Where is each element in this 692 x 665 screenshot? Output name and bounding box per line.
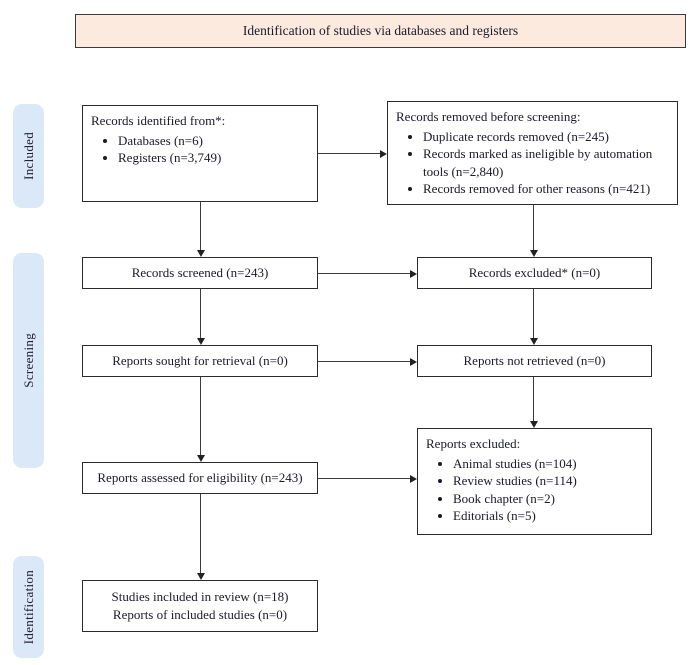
arrow-screened-to-sought: [195, 289, 206, 345]
box-records-removed-title: Records removed before screening:: [396, 109, 581, 124]
diagram-header-title: Identification of studies via databases …: [242, 23, 519, 38]
box-records-removed: Records removed before screening: Duplic…: [387, 101, 678, 205]
list-item: Databases (n=6): [118, 132, 309, 150]
box-records-screened-text: Records screened (n=243): [131, 265, 269, 281]
box-reports-excluded: Reports excluded: Animal studies (n=104)…: [417, 428, 652, 535]
box-reports-sought-text: Reports sought for retrieval (n=0): [112, 353, 288, 369]
box-reports-not-retrieved: Reports not retrieved (n=0): [417, 345, 652, 377]
stage-label-screening: Screening: [13, 253, 44, 468]
box-reports-assessed: Reports assessed for eligibility (n=243): [82, 462, 318, 494]
box-reports-assessed-text: Reports assessed for eligibility (n=243): [97, 470, 303, 486]
box-records-identified-title: Records identified from*:: [91, 113, 226, 128]
stage-label-identification: Identification: [13, 556, 44, 658]
arrow-assessed-to-included: [195, 494, 206, 580]
stage-label-included-text: Included: [20, 132, 36, 180]
arrow-sought-to-notretrieved: [318, 356, 417, 367]
box-records-screened: Records screened (n=243): [82, 257, 318, 289]
box-studies-included-line1: Studies included in review (n=18): [111, 589, 289, 605]
arrow-identified-to-removed: [318, 148, 387, 159]
list-item: Duplicate records removed (n=245): [423, 128, 669, 146]
list-item: Records removed for other reasons (n=421…: [423, 180, 669, 198]
box-reports-sought: Reports sought for retrieval (n=0): [82, 345, 318, 377]
box-records-identified: Records identified from*: Databases (n=6…: [82, 105, 318, 202]
arrow-excluded-to-notretrieved: [528, 289, 539, 345]
arrow-notretrieved-to-reportsexcluded: [528, 377, 539, 428]
box-reports-excluded-title: Reports excluded:: [426, 436, 521, 451]
box-reports-excluded-list: Animal studies (n=104) Review studies (n…: [426, 455, 643, 525]
list-item: Review studies (n=114): [453, 472, 643, 490]
arrow-sought-to-assessed: [195, 377, 206, 462]
diagram-header: Identification of studies via databases …: [75, 14, 686, 48]
list-item: Book chapter (n=2): [453, 490, 643, 508]
arrow-identified-to-screened: [195, 202, 206, 257]
arrow-removed-to-excluded: [528, 205, 539, 257]
stage-label-screening-text: Screening: [20, 333, 36, 388]
box-records-excluded-text: Records excluded* (n=0): [468, 265, 601, 281]
arrow-assessed-to-reportsexcluded: [318, 473, 417, 484]
list-item: Editorials (n=5): [453, 507, 643, 525]
box-reports-not-retrieved-text: Reports not retrieved (n=0): [463, 353, 606, 369]
list-item: Registers (n=3,749): [118, 149, 309, 167]
box-studies-included-line2: Reports of included studies (n=0): [112, 607, 288, 622]
arrow-screened-to-excluded: [318, 268, 417, 279]
stage-label-identification-text: Identification: [20, 569, 36, 645]
stage-label-included: Included: [13, 104, 44, 208]
box-records-removed-list: Duplicate records removed (n=245) Record…: [396, 128, 669, 198]
box-records-excluded: Records excluded* (n=0): [417, 257, 652, 289]
list-item: Animal studies (n=104): [453, 455, 643, 473]
box-studies-included: Studies included in review (n=18) Report…: [82, 580, 318, 632]
box-records-identified-list: Databases (n=6) Registers (n=3,749): [91, 132, 309, 167]
list-item: Records marked as ineligible by automati…: [423, 145, 669, 180]
